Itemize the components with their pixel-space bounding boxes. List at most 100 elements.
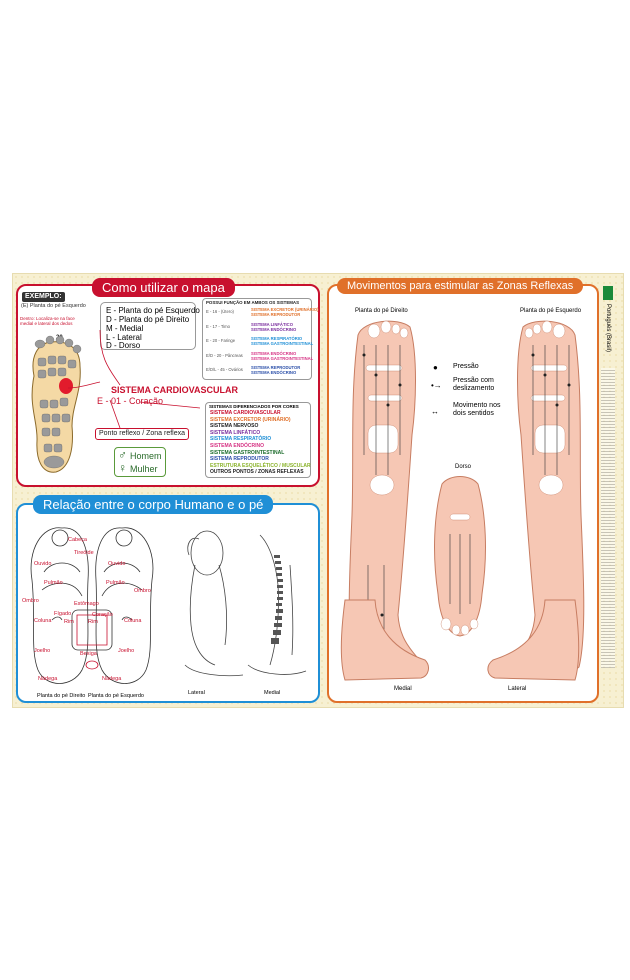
male-icon: ♂ (118, 448, 127, 462)
leg-sole-right (348, 320, 425, 678)
both-systems-box: POSSUI FUNÇÃO EM AMBOS OS SISTEMAS E - 1… (202, 298, 318, 380)
organ-label: Coração (92, 612, 113, 618)
both-system-name: SISTEMA ENDÓCRINO (251, 350, 297, 356)
organ-label: Ouvido (108, 561, 126, 567)
gender-box: ♂ Homem ♀ Mulher (114, 447, 166, 477)
legend-item: L - Lateral (106, 333, 142, 342)
dorso-caption: Dorso (455, 464, 472, 470)
legend-deslizamento: Pressão com deslizamento (453, 377, 495, 393)
organ-label: Ombro (22, 598, 39, 604)
dentro-note: Dentro: Localiza-se na face medial e lat… (20, 316, 75, 327)
organ-label: Joelho (118, 648, 135, 654)
legend-item: M - Medial (106, 324, 144, 333)
leg-medial (340, 599, 429, 681)
legend-item: D - Planta do pé Direito (106, 315, 190, 324)
lateral-body-figure (184, 530, 244, 677)
example-label: EXEMPLO: (22, 292, 65, 303)
organ-label: Estômago (74, 601, 99, 607)
both-system-code: E - 20 - Faringe (206, 338, 236, 343)
left-sole-caption: Planta do pé Esquerdo (520, 308, 582, 314)
both-system-name: SISTEMA GASTROINTESTINAL (251, 355, 314, 361)
system-color-item: SISTEMA RESPIRATÓRIO (210, 436, 272, 443)
organ-label: Tireóide (74, 550, 94, 556)
organ-label: Coluna (34, 618, 52, 624)
lateral-leg-caption: Lateral (508, 686, 527, 692)
both-systems-header: POSSUI FUNÇÃO EM AMBOS OS SISTEMAS (206, 300, 300, 305)
side-strip: Português (Brasil) (597, 278, 621, 703)
medial-caption: Medial (264, 690, 281, 696)
caption-right-sole: Planta do pé Direito (37, 693, 86, 699)
medial-body-figure (247, 534, 307, 675)
both-system-name: SISTEMA ENDÓCRINO (251, 370, 297, 375)
both-ways-arrow-icon: ↔ (431, 407, 439, 416)
both-system-name: SISTEMA REPRODUTOR (251, 365, 301, 370)
organ-label: Ombro (134, 588, 151, 594)
sole-body-map (30, 527, 154, 684)
example-foot-map (31, 335, 101, 473)
legend-item: D - Dorso (106, 341, 141, 350)
organ-label: Nádega (102, 676, 122, 682)
both-system-name: SISTEMA EXCRETOR (URINÁRIO) (251, 307, 319, 312)
organ-label: Cabeça (68, 537, 87, 543)
system-color-item: SISTEMA NERVOSO (210, 423, 259, 430)
organ-label: Pulmão (106, 580, 125, 586)
system-color-item: OUTROS PONTOS / ZONAS REFLEXAS (210, 469, 304, 476)
system-color-item: SISTEMA GASTROINTESTINAL (210, 449, 285, 456)
both-system-code: E/D - 20 - Pâncreas (206, 352, 243, 358)
system-color-item: SISTEMA CARDIOVASCULAR (210, 410, 281, 416)
organ-label: Nádega (38, 676, 58, 682)
leg-lateral (487, 599, 580, 681)
system-color-item: ESTRUTURA ESQUELÉTICO / MUSCULAR (210, 462, 311, 469)
organ-label: Bexiga (80, 651, 97, 657)
organ-label: Rim (64, 619, 74, 625)
colors-header: SISTEMAS DIFERENCIADOS POR CORES (209, 404, 299, 409)
female-icon: ♀ (118, 461, 127, 475)
system-color-item: SISTEMA ENDÓCRINO (210, 443, 264, 449)
leg-sole-left (508, 320, 585, 678)
organ-label: Pulmão (44, 580, 63, 586)
point-label: Ponto reflexo / Zona reflexa (95, 428, 189, 441)
panel-relation (16, 503, 320, 703)
legend-item: E - Planta do pé Esquerdo (106, 306, 200, 315)
organ-label: Joelho (34, 648, 51, 654)
vertical-fine-print (601, 368, 615, 668)
system-color-item: SISTEMA LINFÁTICO (210, 429, 261, 436)
mulher-label: Mulher (130, 464, 158, 474)
system-example: SISTEMA CARDIOVASCULAR (111, 385, 239, 395)
heart-reflex-zone (59, 378, 73, 394)
panel-relation-title: Relação entre o corpo Humano e o pé (33, 495, 274, 514)
homem-label: Homem (130, 451, 162, 461)
both-system-code: E/D/L - 45 - Ovários (206, 367, 243, 372)
dorsal-foot (434, 476, 486, 637)
system-color-item: SISTEMA EXCRETOR (URINÁRIO) (210, 416, 291, 423)
medial-leg-caption: Medial (394, 686, 412, 692)
organ-label: Fígado (54, 611, 72, 617)
legend-pressao: Pressão (453, 363, 479, 370)
organ-label: Coluna (124, 618, 142, 624)
caption-left-sole: Planta do pé Esquerdo (88, 693, 144, 699)
connector-lines (99, 329, 201, 429)
systems-colors-box: SISTEMAS DIFERENCIADOS POR CORES SISTEMA… (205, 402, 311, 478)
usage-legend-box: E - Planta do pé Esquerdo D - Planta do … (100, 302, 200, 350)
language-label: Português (Brasil) (605, 304, 611, 353)
organ-label: Rim (88, 619, 98, 625)
both-system-name: SISTEMA ENDÓCRINO (251, 326, 297, 332)
legend-dois-sentidos: Movimento nos dois sentidos (453, 402, 501, 418)
brazil-flag-icon (603, 286, 613, 300)
both-system-name: SISTEMA REPRODUTOR (251, 312, 301, 317)
both-system-name: SISTEMA LINFÁTICO (251, 321, 293, 327)
slide-arrow-icon: •→ (431, 381, 442, 390)
foot-caption: (E) Planta do pé Esquerdo (21, 303, 86, 309)
panel-usage-title: Como utilizar o mapa (92, 278, 235, 297)
both-system-code: E - 17 - Timo (206, 323, 230, 329)
both-system-name: SISTEMA RESPIRATÓRIO (251, 336, 303, 341)
right-sole-caption: Planta do pé Direito (355, 308, 408, 314)
lateral-caption: Lateral (188, 690, 205, 696)
point-example: E - 01 - Coração (97, 396, 164, 406)
system-color-item: SISTEMA REPRODUTOR (210, 456, 269, 463)
pressure-dot-icon: ● (433, 363, 438, 372)
both-system-name: SISTEMA GASTROINTESTINAL (251, 341, 314, 346)
organ-label: Ouvido (34, 561, 52, 567)
both-system-code: E - 16 - (Útero) (206, 309, 234, 314)
movements-legend: ● Pressão •→ Pressão com deslizamento ↔ … (425, 355, 505, 425)
